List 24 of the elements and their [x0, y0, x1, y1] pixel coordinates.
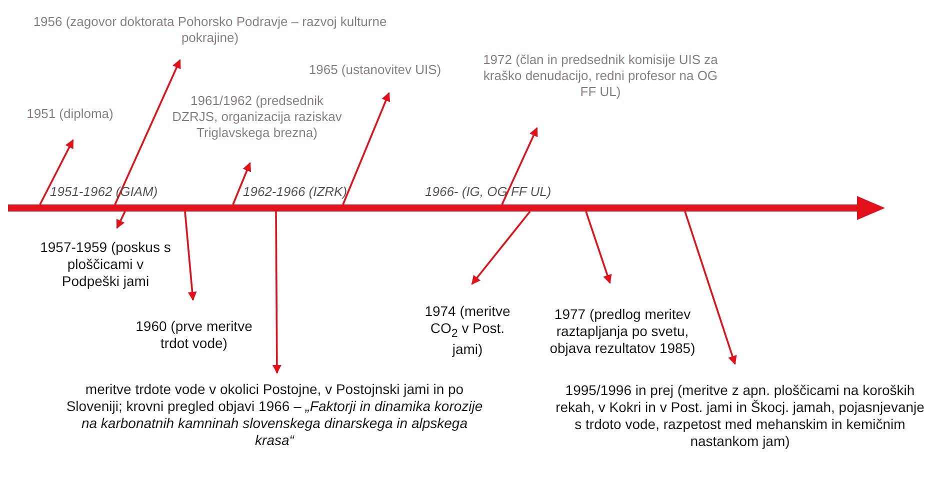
arrow: [342, 92, 390, 205]
period-label: 1966- (IG, OG FF UL): [425, 184, 552, 199]
milestone-text: 1965 (ustanovitev UIS): [308, 62, 442, 78]
arrow: [116, 211, 126, 229]
arrow: [232, 162, 252, 205]
milestone-text: 1961/1962 (predsednik DZRJS, organizacija raziskav Triglavskega brezna): [171, 93, 343, 141]
milestone-text: 1972 (član in predsednik komisije UIS za kraško denudacijo, redni profesor na OG FF UL): [482, 52, 719, 100]
milestone-text: 1956 (zagovor doktorata Pohorsko Podravje – razvoj kulturne pokrajine): [32, 14, 388, 46]
event-text: 1960 (prve meritve trdot vode): [134, 318, 254, 352]
event-text: meritve trdote vode v okolici Postojne, v Postojnski jami in po Sloveniji; krovni pregled objavi 1966 – „Faktorji in dinamika korozije na karbonatnih kamninah slovenskega dinarskega in alpskega krasa“: [65, 380, 484, 449]
arrow: [39, 139, 74, 205]
arrow: [184, 211, 197, 301]
event-text: 1957-1959 (poskus s ploščicami v Podpeški jami: [39, 238, 172, 290]
event-text: 1977 (predlog meritev raztapljanja po svetu, objava rezultatov 1985): [548, 306, 696, 357]
event-text: 1995/1996 in prej (meritve z apn. ploščicami na koroških rekah, v Kokri in v Post. jami in Škocj. jamah, pojasnjevanje s trdoto vode, razpetost med mehanskim in kemičnim nastankom jam): [555, 382, 925, 450]
milestone-text: 1951 (diploma): [26, 106, 114, 122]
arrow: [471, 210, 531, 285]
arrow: [501, 127, 538, 205]
event-text: 1974 (meritve CO$_{2}$ v Post. jami): [424, 302, 512, 358]
period-label: 1962-1966 (IZRK): [243, 184, 348, 199]
arrow: [114, 59, 181, 205]
arrow: [684, 211, 737, 365]
arrow: [585, 211, 612, 284]
arrow: [272, 212, 282, 374]
